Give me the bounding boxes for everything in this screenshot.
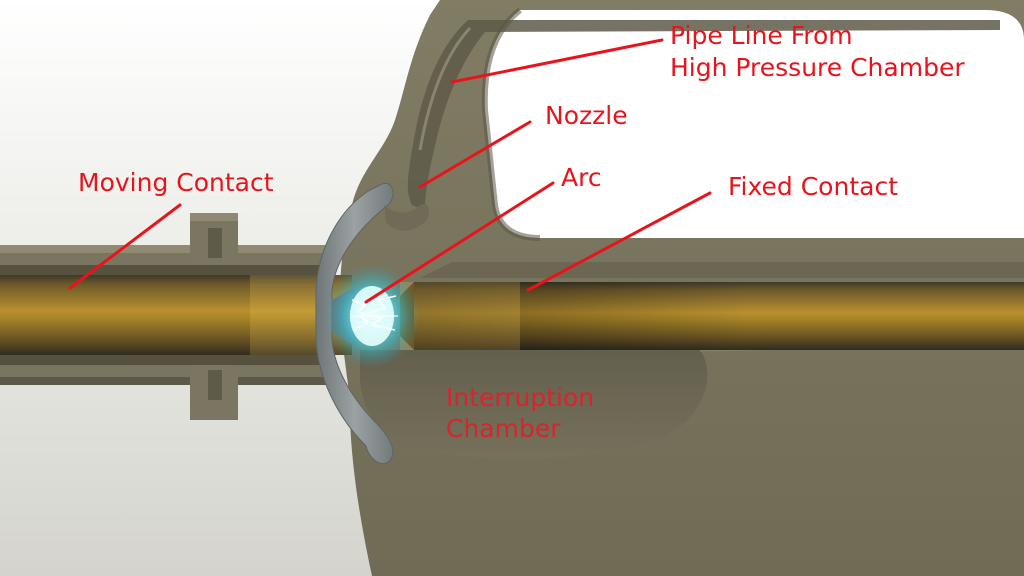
inner-slot-bottom [0,355,335,365]
leader-arc [364,181,555,304]
inner-slot-top [0,265,335,275]
label-interruption-2: Chamber [446,414,561,443]
collar-top-shade [190,213,238,221]
arc-filament-2 [353,295,397,331]
pipe-channel-highlight [418,26,472,151]
label-pipe-line-1: Pipe Line From [670,21,853,50]
fixed-rod-shadow [414,282,1024,350]
label-arc: Arc [561,163,602,192]
collar-groove-top [208,228,222,258]
leader-fixed-contact [526,191,712,292]
interruption-chamber [360,350,708,459]
sleeve-bottom-edge [0,377,330,385]
nozzle-left-wall [315,182,394,464]
moving-contact-rod [0,275,352,355]
sleeve-top-edge [0,245,330,253]
leader-nozzle [418,120,532,189]
leader-pipe-line [450,38,664,84]
labels: Pipe Line From High Pressure Chamber Noz… [78,21,965,443]
label-moving-contact: Moving Contact [78,168,274,197]
window-rim [481,7,541,241]
leader-moving-contact [68,203,182,290]
pipe-channel [407,20,1001,210]
collar-groove-bottom [208,370,222,400]
arc-discharge [324,264,420,368]
arc-filament-1 [351,299,396,331]
label-interruption-1: Interruption [446,383,594,412]
housing-window [484,10,1024,238]
moving-rod-body [0,275,352,355]
label-nozzle: Nozzle [545,101,628,130]
nozzle-lip-top [384,203,430,231]
label-pipe-line-2: High Pressure Chamber [670,53,965,82]
leader-lines [68,38,712,304]
label-fixed-contact: Fixed Contact [728,172,898,201]
fixed-contact-rod [400,282,1024,350]
upper-groove [420,262,1024,278]
